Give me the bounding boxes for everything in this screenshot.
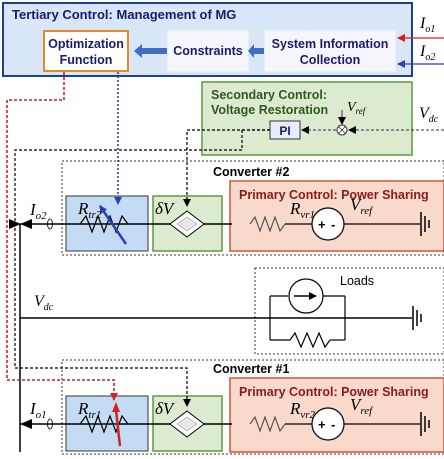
converter1-primary-title: Primary Control: Power Sharing bbox=[239, 385, 429, 399]
svg-text:-: - bbox=[331, 417, 335, 432]
constraints-box bbox=[167, 30, 249, 72]
optimization-label-1: Optimization bbox=[48, 37, 124, 51]
conv2-resistor-arrow bbox=[98, 205, 128, 245]
conv2-resistor bbox=[249, 215, 286, 233]
conv1-dv-label: δV bbox=[155, 399, 176, 418]
red-control-signal bbox=[6, 72, 118, 401]
conv1-voltage-source bbox=[311, 407, 345, 441]
conv2-rtr-label: Rtr2 bbox=[77, 199, 102, 221]
block-arrow-constraints-to-optimization bbox=[134, 44, 167, 58]
converter2-primary-title: Primary Control: Power Sharing bbox=[239, 188, 429, 202]
svg-text:+: + bbox=[318, 217, 326, 232]
vdc-left-label: Vdc bbox=[34, 293, 54, 313]
conv1-io-label: Io1 bbox=[29, 399, 47, 421]
system-info-label-1: System Information bbox=[272, 37, 389, 51]
vdc-right-label: Vdc bbox=[419, 105, 439, 125]
svg-text:-: - bbox=[331, 217, 335, 232]
vref-secondary-label: Vref bbox=[347, 100, 367, 116]
conv1-ground-icon bbox=[420, 412, 430, 436]
secondary-title-1: Secondary Control: bbox=[211, 88, 327, 102]
converter1-title: Converter #1 bbox=[213, 362, 289, 376]
block-arrow-sysinfo-to-constraints bbox=[248, 44, 264, 58]
pi-label: PI bbox=[279, 124, 290, 138]
converter2-title: Converter #2 bbox=[213, 165, 289, 179]
io1-label: Io1 bbox=[419, 15, 435, 35]
loads-ground-icon bbox=[412, 306, 422, 330]
conv1-rtr-label: Rtr1 bbox=[77, 399, 101, 421]
tertiary-title: Tertiary Control: Management of MG bbox=[12, 7, 236, 22]
system-info-label-2: Collection bbox=[300, 53, 360, 67]
conv2-voltage-source bbox=[311, 207, 345, 241]
conv1-vref-label: Vref bbox=[350, 395, 374, 417]
conv1-resistor bbox=[249, 415, 286, 433]
conv2-dv-label: δV bbox=[155, 199, 176, 218]
conv2-io-label: Io2 bbox=[29, 200, 47, 222]
secondary-control-block: Secondary Control: Voltage Restoration P… bbox=[201, 81, 413, 156]
constraints-label: Constraints bbox=[173, 44, 243, 58]
conv2-rvr-label: Rvr1 bbox=[289, 199, 315, 221]
pi-to-conv1-dv bbox=[14, 130, 243, 407]
loads-block: Loads bbox=[254, 267, 444, 355]
tertiary-control-block: Tertiary Control: Management of MG Optim… bbox=[2, 2, 413, 77]
secondary-title-2: Voltage Restoration bbox=[211, 103, 328, 117]
io2-label: Io2 bbox=[419, 43, 435, 63]
resistive-load bbox=[289, 331, 331, 349]
converter-2: Converter #2 Primary Control: Power Shar… bbox=[61, 160, 444, 256]
system-info-box bbox=[264, 30, 396, 72]
conv2-ground-icon bbox=[420, 212, 430, 236]
conv2-variable-resistor bbox=[79, 214, 129, 234]
optimization-function-box bbox=[43, 30, 129, 72]
svg-text:+: + bbox=[318, 417, 326, 432]
conv1-variable-resistor bbox=[79, 414, 129, 434]
conv1-rvr-label: Rvr2 bbox=[289, 399, 316, 421]
conv1-resistor-arrow bbox=[114, 409, 122, 447]
loads-label: Loads bbox=[340, 274, 374, 288]
optimization-label-2: Function bbox=[60, 53, 113, 67]
conv2-vref-label: Vref bbox=[350, 195, 374, 217]
